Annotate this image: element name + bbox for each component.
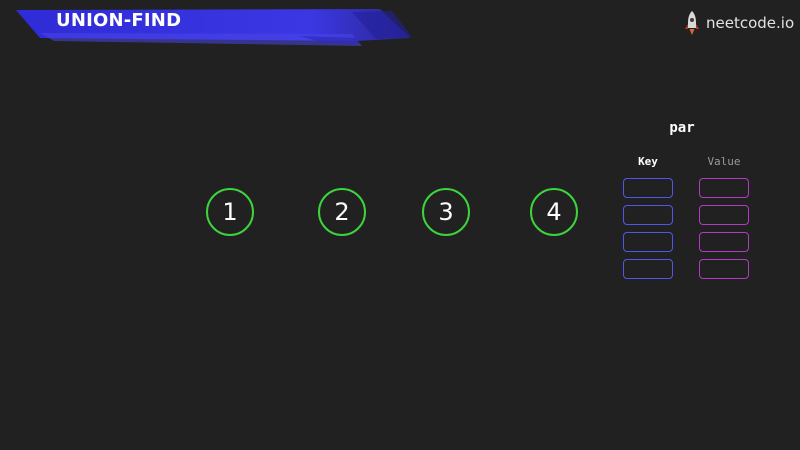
key-column-header: Key bbox=[638, 155, 658, 168]
par-value-cell bbox=[699, 259, 749, 279]
par-key-cell bbox=[623, 259, 673, 279]
node-label: 4 bbox=[546, 198, 562, 226]
brand-logo: neetcode.io bbox=[684, 8, 794, 38]
par-value-cell bbox=[699, 232, 749, 252]
node-label: 2 bbox=[334, 198, 350, 226]
node-label: 1 bbox=[222, 198, 238, 226]
graph-node-1: 1 bbox=[206, 188, 254, 236]
graph-node-4: 4 bbox=[530, 188, 578, 236]
value-column-header: Value bbox=[707, 155, 741, 168]
graph-node-2: 2 bbox=[318, 188, 366, 236]
par-key-cell bbox=[623, 232, 673, 252]
par-table-title: par bbox=[669, 120, 695, 136]
par-value-cell bbox=[699, 178, 749, 198]
graph-node-3: 3 bbox=[422, 188, 470, 236]
brand-name: neetcode.io bbox=[706, 14, 795, 32]
page-title: UNION-FIND bbox=[56, 10, 182, 31]
rocket-icon bbox=[685, 11, 699, 35]
par-key-cell bbox=[623, 178, 673, 198]
par-value-cell bbox=[699, 205, 749, 225]
title-banner bbox=[16, 9, 412, 46]
node-label: 3 bbox=[438, 198, 454, 226]
par-key-cell bbox=[623, 205, 673, 225]
